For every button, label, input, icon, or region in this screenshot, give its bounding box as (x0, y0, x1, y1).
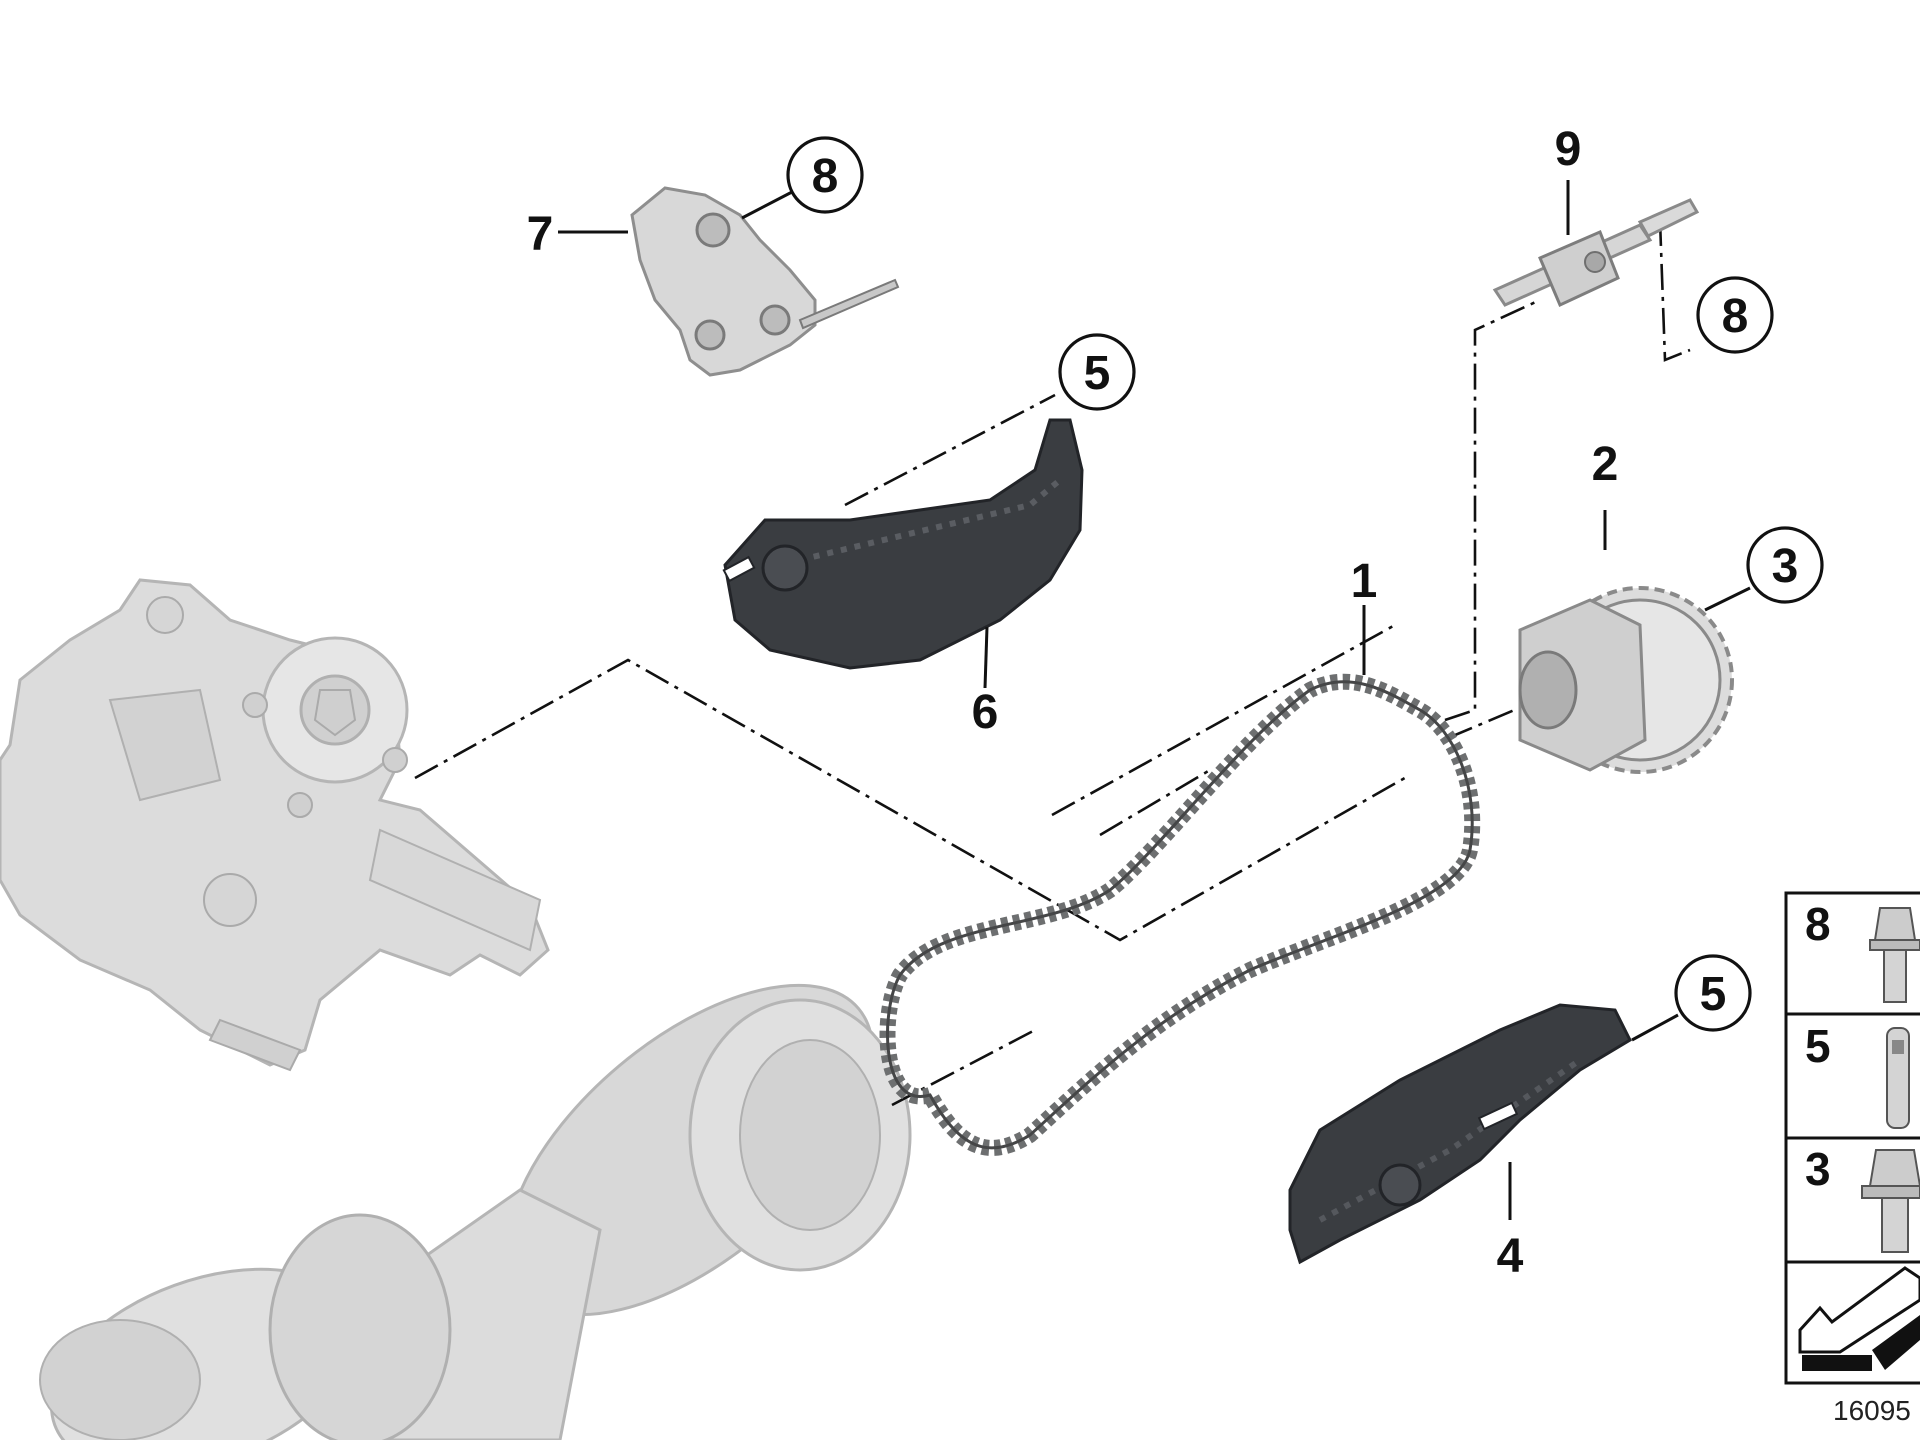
callout-9: 9 (1555, 123, 1582, 176)
timing-chain[interactable] (879, 673, 1481, 1156)
callout-4: 4 (1497, 1230, 1524, 1283)
alignment-lines (414, 219, 1691, 1107)
guide-rail[interactable] (1288, 1003, 1632, 1265)
callout-1: 1 (1351, 555, 1378, 608)
legend-row-3: 3 (1805, 1143, 1920, 1253)
hex-flange-bolt-icon (1861, 1149, 1920, 1253)
sleeve-bolt[interactable] (1492, 198, 1700, 308)
svg-text:8: 8 (1722, 290, 1749, 343)
svg-text:3: 3 (1772, 540, 1799, 593)
tensioning-rail[interactable] (722, 418, 1084, 670)
svg-text:1: 1 (1351, 555, 1378, 608)
svg-text:8: 8 (812, 150, 839, 203)
leader-lines (558, 180, 1751, 1220)
svg-text:5: 5 (1700, 968, 1727, 1021)
stud-bolt-icon (1886, 1027, 1910, 1129)
svg-text:7: 7 (527, 208, 554, 261)
svg-text:3: 3 (1805, 1143, 1831, 1195)
svg-text:2: 2 (1592, 438, 1619, 491)
crankshaft[interactable] (24, 924, 929, 1440)
sprocket[interactable] (1518, 586, 1734, 774)
fastener-legend: 8 5 3 (1784, 891, 1920, 1385)
flange-bolt-icon (1869, 907, 1920, 1003)
high-pressure-pump[interactable] (0, 578, 550, 1072)
callout-8-right: 8 (1696, 276, 1774, 354)
callout-8-top: 8 (786, 136, 864, 214)
svg-text:6: 6 (972, 686, 999, 739)
callout-5-top: 5 (1058, 333, 1136, 411)
svg-text:5: 5 (1084, 347, 1111, 400)
legend-row-5: 5 (1805, 1020, 1910, 1129)
svg-text:8: 8 (1805, 898, 1831, 950)
callout-2: 2 (1592, 438, 1619, 491)
angle-torque-icon (1798, 1266, 1920, 1371)
svg-text:9: 9 (1555, 123, 1582, 176)
legend-row-8: 8 (1805, 898, 1920, 1003)
tensioner-bracket[interactable] (630, 186, 900, 377)
svg-text:4: 4 (1497, 1230, 1524, 1283)
callout-3: 3 (1746, 526, 1824, 604)
callout-6: 6 (972, 686, 999, 739)
svg-text:5: 5 (1805, 1020, 1831, 1072)
diagram-code: 16095 (1833, 1395, 1911, 1426)
callout-7: 7 (527, 208, 554, 261)
callout-5-bottom: 5 (1674, 954, 1752, 1032)
